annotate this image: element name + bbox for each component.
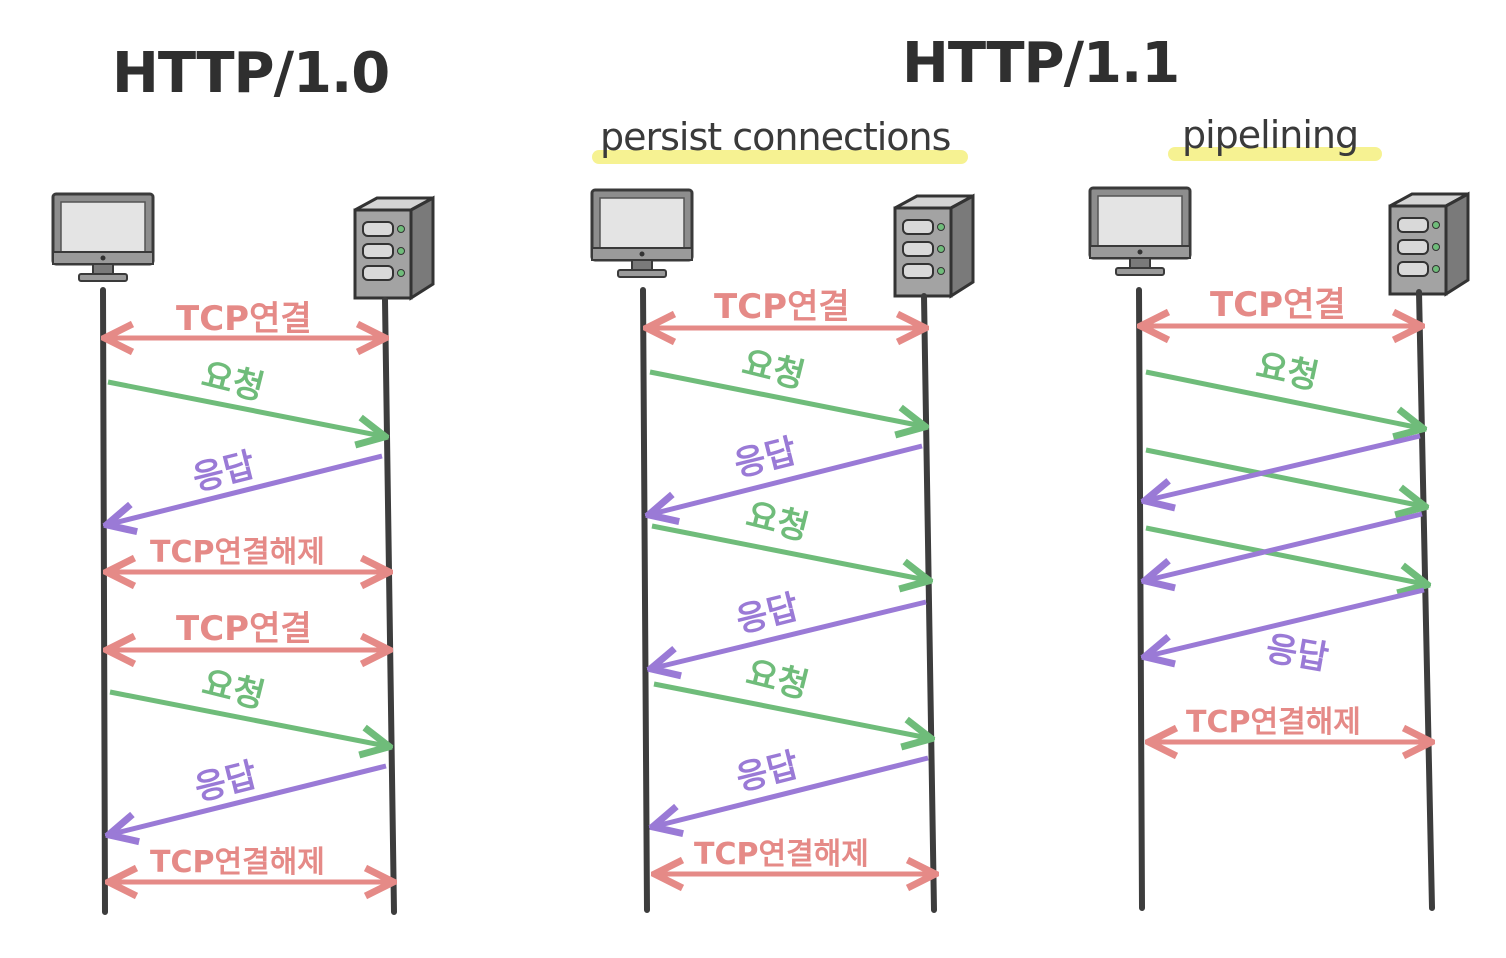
tcp-disconnect-label: TCP연결해제 [150,535,325,570]
request-arrow [107,379,382,436]
response-label: 응답 [1263,628,1332,678]
response-arrow [1148,433,1421,500]
client-lifeline [640,287,650,913]
tcp-disconnect-label: TCP연결해제 [1186,705,1361,740]
server-lifeline [382,297,397,915]
request-arrow [653,681,928,738]
computer-monitor-icon [1088,186,1192,277]
server-tower-icon [1388,192,1470,296]
request-arrow [651,523,926,580]
tcp-disconnect-label: TCP연결해제 [150,845,325,880]
client-lifeline [1136,287,1145,911]
response-arrow [110,453,383,524]
persist-highlight [592,150,968,164]
request-label: 요청 [198,663,268,717]
response-arrow [1148,511,1423,580]
computer-monitor-icon [51,192,155,283]
persist-subtitle: persist connections [600,115,950,159]
request-label: 요청 [738,343,808,397]
pipelining-highlight [1168,147,1382,161]
client-lifeline [100,287,108,915]
tcp-connect-label: TCP연결 [176,609,312,649]
tcp-disconnect-label: TCP연결해제 [694,837,869,872]
server-lifeline [1416,289,1435,911]
computer-monitor-icon [590,188,694,279]
response-arrow [1148,587,1425,656]
response-arrow [652,443,923,514]
request-label: 요청 [742,495,812,549]
tcp-connect-label: TCP연결 [176,299,312,339]
request-arrow [1145,447,1422,506]
request-label: 요청 [1253,346,1323,398]
request-arrow [109,689,386,746]
server-lifeline [921,293,937,913]
request-arrow [1145,525,1424,584]
pipelining-subtitle: pipelining [1182,113,1358,157]
response-arrow [656,755,929,826]
panel-persist-connections: TCP연결 요청 응답 요청 응답 요청 응답 TCP연결해제 [590,188,975,913]
response-arrow [654,599,927,668]
tcp-connect-label: TCP연결 [714,287,850,327]
request-arrow [1145,369,1420,428]
server-tower-icon [353,196,435,300]
tcp-connect-label: TCP연결 [1210,285,1346,325]
request-arrow [649,369,922,426]
server-tower-icon [893,194,975,298]
panel-http10: TCP연결 요청 응답 TCP연결해제 TCP연결 요청 응답 TCP연결해제 [51,192,435,915]
response-arrow [112,763,387,834]
panel-pipelining: TCP연결 요청 응답 TCP연결해제 [1088,186,1470,911]
request-label: 요청 [742,653,812,707]
http10-title: HTTP/1.0 [112,41,389,106]
http11-title: HTTP/1.1 [902,31,1179,96]
